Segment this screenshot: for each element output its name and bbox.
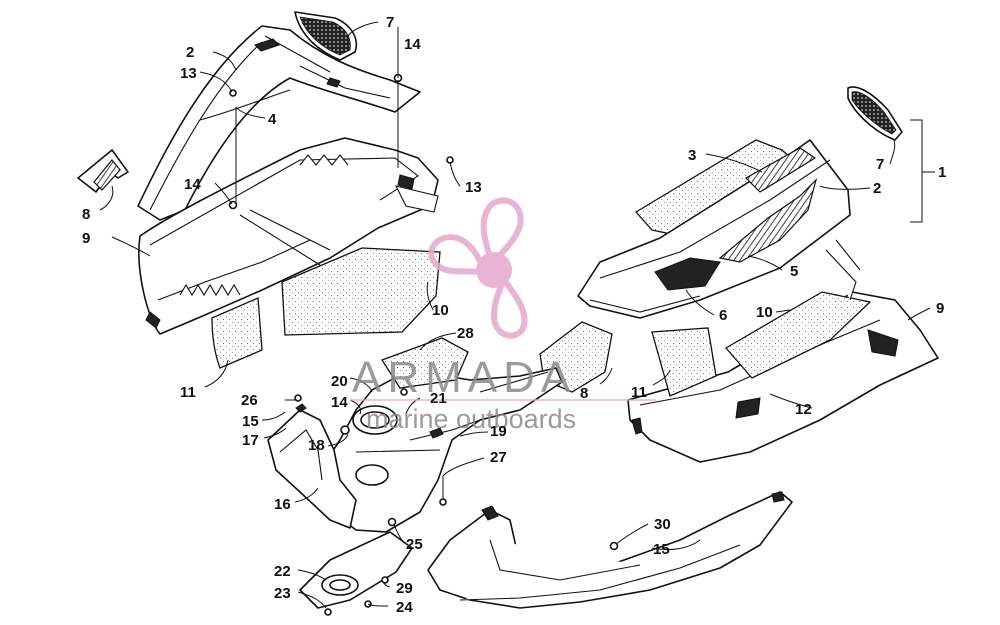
callout-label: 13 (180, 65, 197, 82)
callout-label: 15 (242, 413, 259, 430)
insulation-28 (381, 337, 469, 389)
propeller-logo (428, 197, 528, 339)
callout-label: 26 (241, 392, 258, 409)
hood-right (577, 139, 851, 319)
callout-label: 14 (404, 36, 421, 53)
callout-label: 16 (274, 496, 291, 513)
vent-top (294, 11, 357, 61)
callout-label: 17 (242, 432, 259, 449)
callout-label: 23 (274, 585, 291, 602)
callout-label: 30 (654, 516, 671, 533)
callout-label: 10 (756, 304, 773, 321)
side-panel-left (267, 403, 357, 529)
callout-label: 4 (268, 111, 277, 128)
callout-label: 29 (396, 580, 413, 597)
callout-label: 12 (795, 401, 812, 418)
running-board (427, 491, 793, 609)
callout-label: 10 (432, 302, 449, 319)
callout-label: 20 (331, 373, 348, 390)
insulation-left (281, 247, 441, 336)
hood-left (137, 25, 421, 221)
callout-label: 7 (876, 156, 884, 173)
callout-label: 11 (180, 384, 196, 401)
callout-labels: 1 2 2 3 4 5 6 7 7 8 8 9 9 10 10 11 11 12… (82, 14, 946, 616)
callout-label: 27 (490, 449, 507, 466)
callout-label: 15 (653, 541, 670, 558)
callout-label: 22 (274, 563, 291, 580)
belly-pan-right (627, 239, 939, 463)
callout-label: 9 (936, 300, 944, 317)
callout-label: 14 (184, 176, 201, 193)
callout-label: 5 (790, 263, 798, 280)
callout-label: 2 (186, 44, 194, 61)
callout-label: 2 (873, 180, 881, 197)
callout-label: 19 (490, 423, 507, 440)
callout-label: 1 (938, 164, 946, 181)
brand-name: ARMADA (352, 353, 576, 402)
callout-label: 24 (396, 599, 413, 616)
vent-right (847, 86, 903, 141)
lower-column (299, 531, 413, 609)
console-floor (319, 337, 563, 533)
belly-pan-left (138, 137, 439, 335)
leader-lines (99, 21, 935, 609)
callout-label: 8 (580, 385, 588, 402)
callout-label: 6 (719, 307, 727, 324)
panel-11-right (651, 327, 717, 397)
callout-label: 3 (688, 147, 696, 164)
callout-label: 8 (82, 206, 90, 223)
callout-label: 14 (331, 394, 348, 411)
callout-label: 25 (406, 536, 423, 553)
panel-left (211, 297, 263, 369)
callout-label: 11 (631, 384, 647, 401)
callout-label: 28 (457, 325, 474, 342)
callout-label: 7 (386, 14, 394, 31)
callout-label: 13 (465, 179, 482, 196)
bracket-left (77, 149, 129, 193)
callout-label: 18 (308, 437, 325, 454)
brand-tagline: marine outboards (366, 404, 576, 434)
callout-label: 21 (430, 390, 447, 407)
brand-watermark: ARMADA marine outboards (350, 197, 656, 434)
callout-label: 9 (82, 230, 90, 247)
